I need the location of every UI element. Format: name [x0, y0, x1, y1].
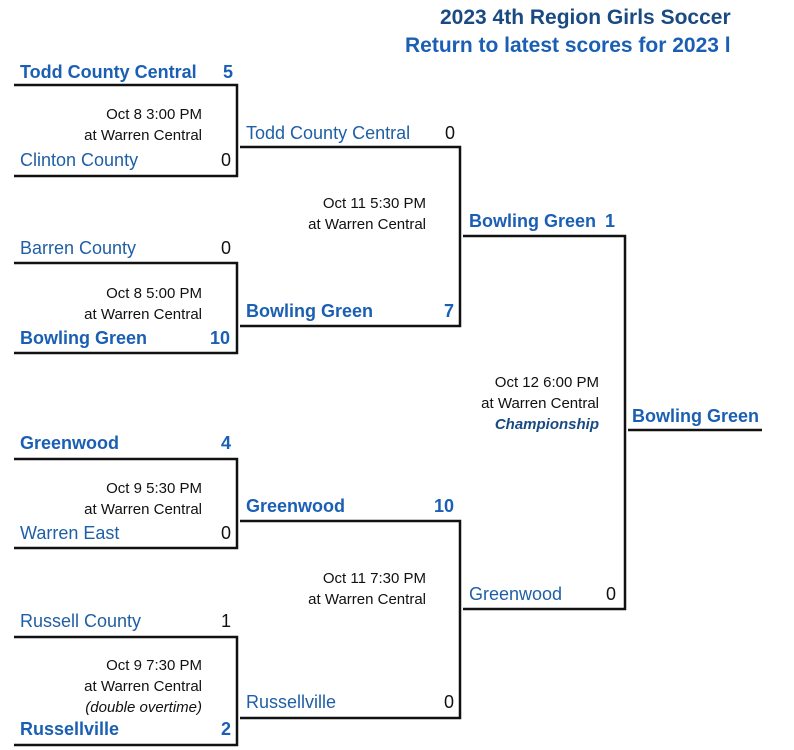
r2-m1-bottom-team[interactable]: Bowling Green: [246, 301, 374, 321]
r1-m4-note: (double overtime): [85, 699, 202, 716]
r1-m3-top-team[interactable]: Greenwood: [20, 433, 120, 453]
final-info: Oct 12 6:00 PM at Warren Central Champio…: [440, 372, 599, 435]
r1-m2-bottom-team[interactable]: Bowling Green: [20, 328, 148, 348]
r1-m1-info: Oct 8 3:00 PM at Warren Central: [40, 104, 202, 146]
r1-m1-top-score: 5: [222, 62, 233, 82]
r2-m1-venue: at Warren Central: [308, 216, 426, 233]
champion-team[interactable]: Bowling Green: [632, 406, 760, 426]
final-bottom-score: 0: [605, 584, 616, 604]
r1-m3-venue: at Warren Central: [84, 501, 202, 518]
r1-m4-top-score: 1: [220, 611, 231, 631]
r1-m3-top-score: 4: [220, 433, 231, 453]
final-date: Oct 12 6:00 PM: [494, 374, 599, 391]
bracket-line-r1-m4: [14, 635, 239, 747]
r1-m1-top-team[interactable]: Todd County Central: [20, 62, 197, 82]
r2-m1-info: Oct 11 5:30 PM at Warren Central: [262, 193, 426, 235]
r1-m4-venue: at Warren Central: [84, 678, 202, 695]
r1-m3-bottom-team[interactable]: Warren East: [20, 523, 120, 543]
r1-m2-top-score: 0: [220, 238, 231, 258]
r1-m3-date: Oct 9 5:30 PM: [106, 480, 202, 497]
r2-m2-bottom-score: 0: [443, 692, 454, 712]
r2-m2-venue: at Warren Central: [308, 591, 426, 608]
bracket-line-r2-m1: [240, 145, 462, 328]
r1-m4-info: Oct 9 7:30 PM at Warren Central (double …: [40, 655, 202, 718]
r1-m3-info: Oct 9 5:30 PM at Warren Central: [40, 478, 202, 520]
final-top-score: 1: [604, 211, 615, 231]
r2-m1-top-score: 0: [444, 123, 455, 143]
latest-scores-link[interactable]: Return to latest scores for 2023 l: [405, 34, 731, 57]
r1-m1-bottom-score: 0: [220, 150, 231, 170]
r1-m4-top-team[interactable]: Russell County: [20, 611, 142, 631]
r1-m2-info: Oct 8 5:00 PM at Warren Central: [40, 283, 202, 325]
r2-m2-bottom-team[interactable]: Russellville: [246, 692, 337, 712]
final-top-team[interactable]: Bowling Green: [469, 211, 597, 231]
final-venue: at Warren Central: [481, 395, 599, 412]
r1-m1-venue: at Warren Central: [84, 127, 202, 144]
r1-m3-bottom-score: 0: [220, 523, 231, 543]
r1-m2-bottom-score: 10: [209, 328, 230, 348]
bracket-line-final: [463, 234, 627, 611]
final-bottom-team[interactable]: Greenwood: [469, 584, 563, 604]
bracket-line-r1-m2: [14, 261, 239, 355]
final-championship-label: Championship: [494, 416, 599, 433]
r2-m1-top-team[interactable]: Todd County Central: [246, 123, 411, 143]
r1-m2-venue: at Warren Central: [84, 306, 202, 323]
r2-m1-bottom-score: 7: [443, 301, 454, 321]
r1-m1-date: Oct 8 3:00 PM: [106, 106, 202, 123]
r1-m4-bottom-team[interactable]: Russellville: [20, 719, 120, 739]
r2-m2-info: Oct 11 7:30 PM at Warren Central: [262, 568, 426, 610]
r1-m4-date: Oct 9 7:30 PM: [106, 657, 202, 674]
r1-m1-bottom-team[interactable]: Clinton County: [20, 150, 139, 170]
page-title: 2023 4th Region Girls Soccer: [440, 6, 731, 29]
r2-m2-top-score: 10: [433, 496, 454, 516]
r1-m4-bottom-score: 2: [220, 719, 231, 739]
bracket-line-r1-m3: [14, 457, 239, 550]
bracket-line-r2-m2: [240, 519, 462, 720]
bracket-line-r1-m1: [14, 83, 239, 178]
r1-m2-top-team[interactable]: Barren County: [20, 238, 137, 258]
r1-m2-date: Oct 8 5:00 PM: [106, 285, 202, 302]
r2-m2-top-team[interactable]: Greenwood: [246, 496, 346, 516]
r2-m1-date: Oct 11 5:30 PM: [322, 195, 426, 212]
r2-m2-date: Oct 11 7:30 PM: [322, 570, 426, 587]
